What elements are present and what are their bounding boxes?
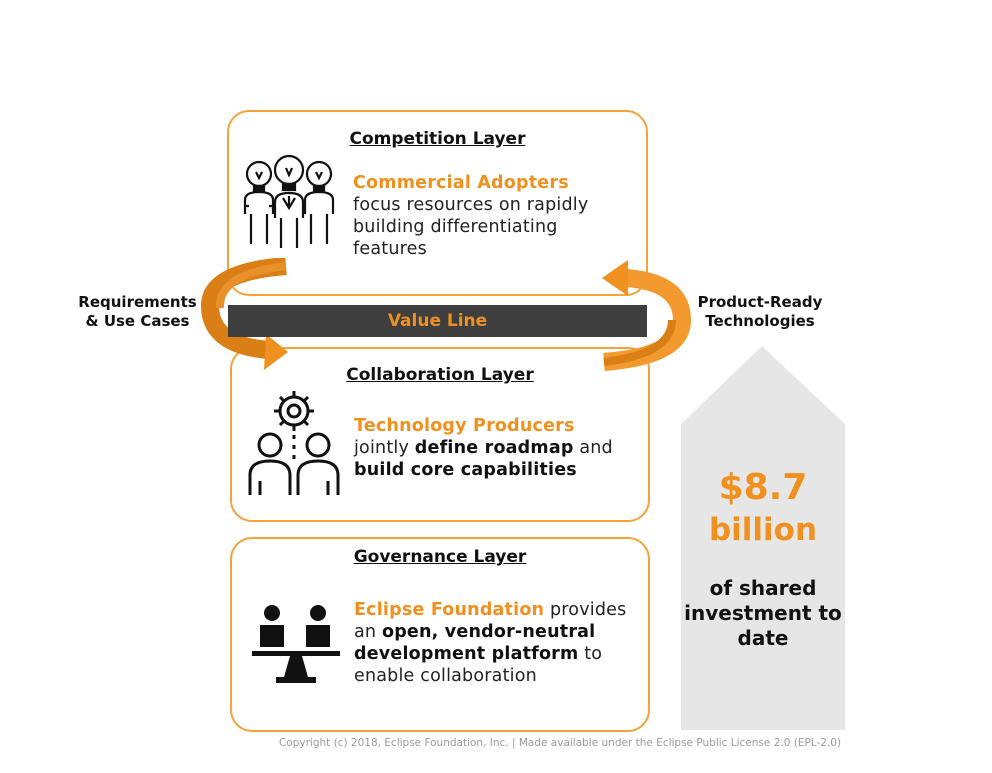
gear-people-icon bbox=[248, 391, 340, 495]
commercial-adopters-label: Commercial Adopters bbox=[353, 173, 569, 193]
curved-arrow-right bbox=[602, 260, 692, 371]
stat-text: of shared investment to date bbox=[684, 576, 842, 650]
competition-layer-title: Competition Layer bbox=[349, 129, 526, 149]
requirements-label: Requirements & Use Cases bbox=[78, 293, 197, 330]
curved-arrow-left bbox=[201, 258, 288, 370]
competition-text: focus resources on rapidly building diff… bbox=[353, 195, 589, 259]
value-line-bar: Value Line bbox=[228, 305, 647, 337]
gov-text-2: to enable collaboration bbox=[354, 644, 603, 686]
up-arrow-shape bbox=[681, 346, 845, 730]
balance-people-icon bbox=[252, 605, 340, 683]
governance-layer-title: Governance Layer bbox=[353, 547, 527, 567]
governance-layer-box: Governance Layer Eclipse Foundation prov… bbox=[230, 537, 650, 732]
idea-people-icon bbox=[243, 154, 335, 248]
collaboration-desc: Technology Producers jointly define road… bbox=[354, 415, 634, 481]
competition-desc: Commercial Adopters focus resources on r… bbox=[353, 172, 613, 260]
gov-bold-1: open, vendor-neutral development platfor… bbox=[354, 622, 596, 664]
collab-text-1: jointly bbox=[354, 438, 410, 458]
collaboration-layer-title: Collaboration Layer bbox=[346, 365, 534, 385]
eclipse-foundation-label: Eclipse Foundation bbox=[354, 600, 545, 620]
collab-text-2: and bbox=[579, 438, 613, 458]
technology-producers-label: Technology Producers bbox=[354, 416, 575, 436]
product-ready-label: Product-Ready Technologies bbox=[697, 293, 823, 330]
competition-layer-box: Competition Layer Commercial Adopters fo… bbox=[227, 110, 648, 296]
collaboration-layer-box: Collaboration Layer Technology Producers… bbox=[230, 347, 650, 522]
collab-bold-1: define roadmap bbox=[414, 438, 574, 458]
collab-bold-2: build core capabilities bbox=[354, 460, 577, 480]
stat-unit: billion bbox=[708, 512, 818, 548]
copyright-footer: Copyright (c) 2018, Eclipse Foundation, … bbox=[278, 737, 842, 749]
governance-desc: Eclipse Foundation provides an open, ven… bbox=[354, 599, 639, 687]
gov-text-1: provides an bbox=[354, 600, 627, 642]
stat-amount: $8.7 bbox=[718, 467, 808, 508]
